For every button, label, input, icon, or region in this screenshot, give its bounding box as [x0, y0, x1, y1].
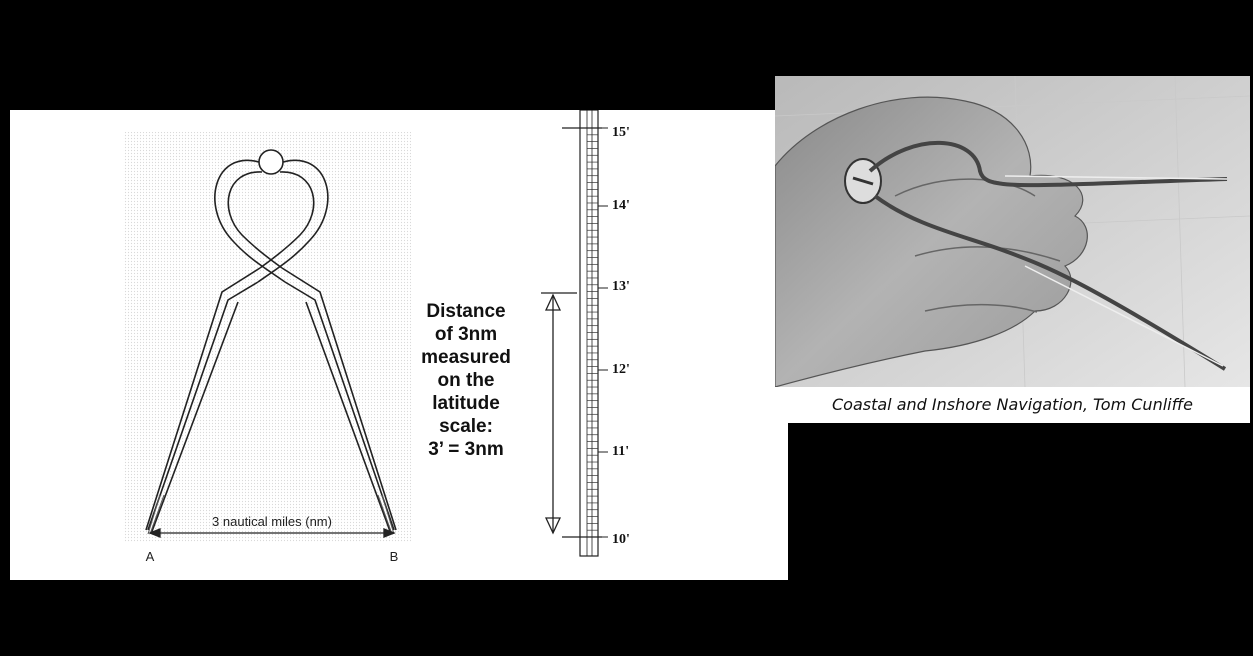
distance-line: latitude	[396, 392, 536, 415]
distance-line: scale:	[396, 415, 536, 438]
distance-line: 3’ = 3nm	[396, 438, 536, 461]
distance-explanation: Distance of 3nm measured on the latitude…	[396, 300, 536, 461]
scale-tick-label: 15'	[612, 125, 630, 140]
distance-line: on the	[396, 369, 536, 392]
distance-line: Distance	[396, 300, 536, 323]
stipple-background	[123, 132, 411, 542]
scale-tick-label: 14'	[612, 198, 630, 213]
point-a-label: A	[146, 549, 155, 564]
distance-line: measured	[396, 346, 536, 369]
scale-tick-label: 11'	[612, 444, 629, 459]
distance-arrow	[541, 293, 577, 533]
scale-tick-label: 13'	[612, 279, 630, 294]
baseline-label: 3 nautical miles (nm)	[212, 514, 332, 529]
photo-illustration	[775, 76, 1250, 387]
scale-major-ticks	[598, 128, 608, 537]
point-b-label: B	[390, 549, 399, 564]
photo-caption: Coastal and Inshore Navigation, Tom Cunl…	[775, 387, 1250, 423]
distance-line: of 3nm	[396, 323, 536, 346]
hand-holding-dividers-photo	[775, 76, 1250, 387]
dividers-diagram-panel: 3 nautical miles (nm) A B 15' 14' 13' 12…	[10, 110, 788, 580]
latitude-scale	[562, 110, 602, 556]
scale-tick-label: 10'	[612, 532, 630, 547]
scale-tick-label: 12'	[612, 362, 630, 377]
